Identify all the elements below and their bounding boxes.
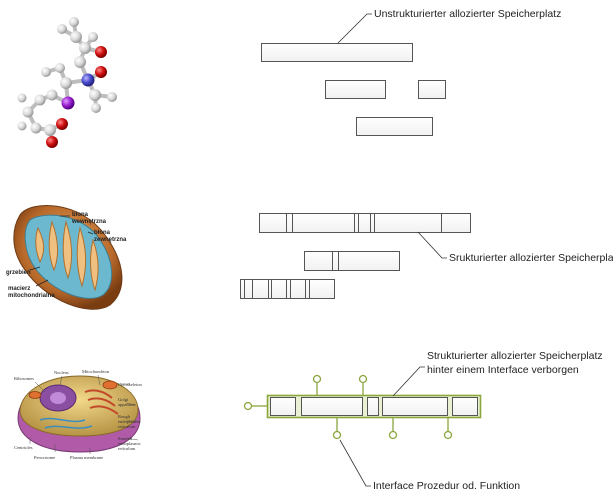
label-interface-line2: hinter einem Interface verborgen xyxy=(427,364,579,376)
label-structured: Srukturierter allozierter Speicherplatz xyxy=(449,252,613,264)
cell-label-smooth-line2: endoplasmic xyxy=(118,441,141,446)
animal-cell-illustration: Ribosomes Nucleus Mitochondrion Cytoskel… xyxy=(14,369,142,460)
interface-pins xyxy=(243,374,453,440)
memory-block xyxy=(418,80,446,99)
cell-label-rough-line3: reticulum xyxy=(118,424,136,429)
leader-line-unstructured xyxy=(337,13,372,44)
mito-label-matrix-line1: macierz xyxy=(8,286,30,292)
molecule-illustration xyxy=(17,17,117,148)
label-interface-procedure: Interface Prozedur od. Funktion xyxy=(373,480,521,492)
cell-label-centrioles: Centrioles xyxy=(14,445,33,450)
memory-block xyxy=(304,251,400,271)
cell-label-peroxisome: Peroxisome xyxy=(34,455,55,460)
mito-label-inner-line2: zewnętrzna xyxy=(94,237,127,243)
cell-label-rough-line1: Rough xyxy=(118,414,131,419)
interface-inner-blocks xyxy=(270,397,478,416)
cell-label-nucleus: Nucleus xyxy=(54,370,69,375)
mito-label-inner-line1: błona xyxy=(94,230,111,236)
cell-label-golgi-line1: Golgi xyxy=(118,397,129,402)
memory-block xyxy=(356,117,433,136)
mitochondrion-illustration: blona wewnętrzna błona zewnętrzna grzebi… xyxy=(6,205,127,310)
memory-block xyxy=(261,43,413,62)
cell-label-smooth-line3: reticulum xyxy=(118,446,136,451)
mito-label-outer-line1: blona xyxy=(72,212,89,218)
memory-block xyxy=(367,397,379,416)
cell-label-ribosomes: Ribosomes xyxy=(14,376,34,381)
cell-label-rough-line2: endoplasmic xyxy=(118,419,141,424)
label-interface-line1: Strukturierter allozierter Speicherplatz xyxy=(427,350,603,362)
mito-label-matrix-line2: mitochondrialna xyxy=(8,293,55,299)
cell-label-smooth-line1: Smooth xyxy=(118,436,133,441)
memory-block xyxy=(452,397,478,416)
memory-block xyxy=(301,397,363,416)
leader-line-interface-procedure xyxy=(339,439,371,487)
leader-line-interface xyxy=(392,366,425,397)
cell-label-golgi-line2: apparatus xyxy=(118,402,135,407)
memory-block xyxy=(270,397,296,416)
leader-line-structured xyxy=(417,231,447,259)
memory-block xyxy=(382,397,448,416)
memory-block xyxy=(240,279,335,299)
label-unstructured: Unstrukturierter allozierter Speicherpla… xyxy=(374,8,562,20)
structured-memory-blocks xyxy=(240,213,471,299)
unstructured-memory-blocks xyxy=(261,43,446,136)
memory-block xyxy=(259,213,471,233)
cell-label-cytoskeleton: Cytoskeleton xyxy=(118,382,142,387)
cell-label-mitochondrion: Mitochondrion xyxy=(82,369,110,374)
mito-label-outer-line2: wewnętrzna xyxy=(71,219,107,225)
memory-block xyxy=(325,80,386,99)
cell-label-plasma-membrane: Plasma membrane xyxy=(70,455,103,460)
mito-label-cristae: grzebień xyxy=(6,270,31,276)
